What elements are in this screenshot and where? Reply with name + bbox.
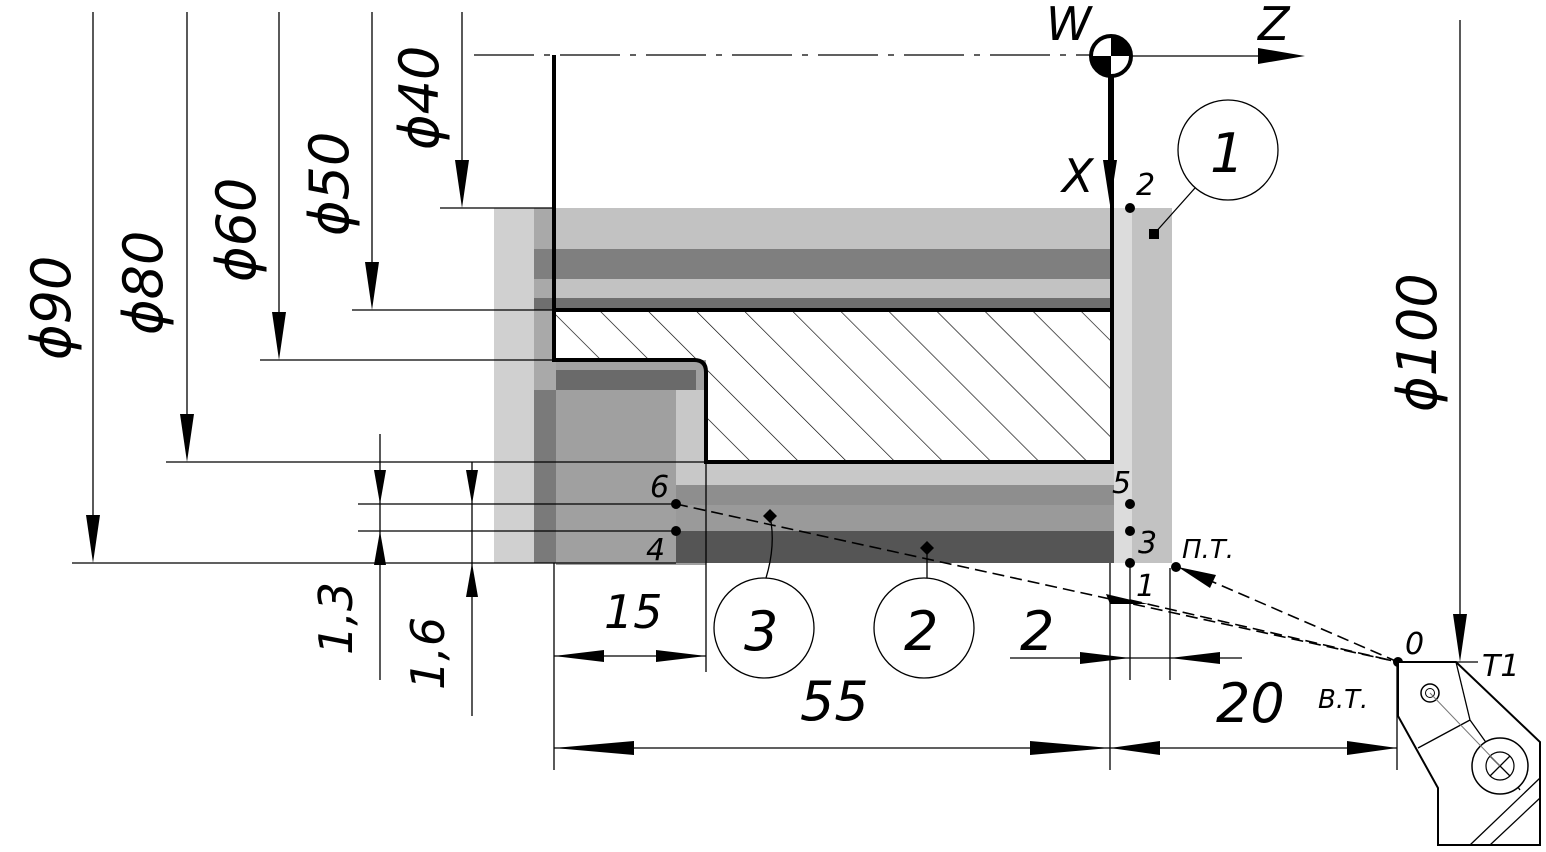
point-6-label: 6 xyxy=(650,470,669,505)
callout-3-label: 3 xyxy=(744,600,778,663)
origin-label: W xyxy=(1046,0,1093,51)
zone-top-midband xyxy=(534,298,1114,310)
diameter-dimensions: ϕ90 ϕ80 ϕ60 ϕ50 ϕ40 xyxy=(20,12,706,564)
z-axis-arrow xyxy=(1258,48,1305,64)
start-point-label: П.Т. xyxy=(1182,535,1234,565)
point-5-label: 5 xyxy=(1112,466,1131,501)
tool-label: T1 xyxy=(1482,649,1519,684)
tool-holder xyxy=(1397,661,1541,846)
dim-1-6-label: 1,6 xyxy=(401,617,455,690)
path-0-to-pt xyxy=(1189,571,1399,663)
allowance-dimensions: 1,3 1,6 xyxy=(309,434,676,716)
zone-right-face-light xyxy=(1114,208,1132,563)
x-axis-label: X xyxy=(1060,149,1095,203)
path-6-to-0 xyxy=(675,503,1399,663)
callout-2-label: 2 xyxy=(904,600,938,663)
point-2-label: 2 xyxy=(1136,168,1155,203)
point-0-label: 0 xyxy=(1405,627,1424,662)
callout-1-circle xyxy=(1177,99,1279,201)
dim-15-label: 15 xyxy=(604,585,663,639)
point-3-label: 3 xyxy=(1138,526,1157,561)
d90-label: ϕ90 xyxy=(20,256,83,360)
x-axis-arrow xyxy=(1103,160,1117,205)
horizontal-dimensions: 15 55 2 20 xyxy=(553,462,1398,770)
zone-bottom-light xyxy=(676,463,1114,485)
tool-path xyxy=(675,503,1399,663)
axes: W Z X xyxy=(474,0,1305,205)
point-1-label: 1 xyxy=(1136,569,1155,604)
d100-label: ϕ100 xyxy=(1386,273,1449,412)
zone-bottom-mid xyxy=(676,485,1114,505)
tool-change-label: В.Т. xyxy=(1318,685,1368,715)
dim-55-label: 55 xyxy=(800,670,869,733)
callout-1-leader xyxy=(1153,187,1196,235)
d40-label: ϕ40 xyxy=(388,46,451,150)
d80-label: ϕ80 xyxy=(112,231,175,335)
diameter-d100: ϕ100 xyxy=(1386,20,1478,663)
tool-body xyxy=(1397,661,1541,846)
part-contour xyxy=(552,55,1114,464)
part-section-hatched xyxy=(556,310,1110,462)
dim-20-label: 20 xyxy=(1216,672,1285,735)
part-outline xyxy=(552,55,1114,464)
z-axis-label: Z xyxy=(1256,0,1291,51)
path-1-to-0 xyxy=(1129,599,1399,663)
zone-top-darkband xyxy=(534,249,1114,279)
callouts: 1 2 3 xyxy=(713,99,1279,679)
zone-bottom-mid2 xyxy=(676,505,1114,531)
path-pt-arrow xyxy=(1178,567,1216,588)
zone-bore-step-dark xyxy=(556,370,696,390)
callout-1-label: 1 xyxy=(1210,122,1244,185)
zone-bottom-dark xyxy=(676,531,1114,563)
d60-label: ϕ60 xyxy=(205,178,268,282)
dim-2-label: 2 xyxy=(1020,600,1054,663)
callout-2-circle xyxy=(873,577,975,679)
callout-3-circle xyxy=(713,577,815,679)
d50-label: ϕ50 xyxy=(298,132,361,236)
dim-1-3-label: 1,3 xyxy=(309,582,363,655)
path-1-arrow xyxy=(1106,594,1148,604)
zone-bottom-left-dark xyxy=(534,390,556,563)
zone-bore-step-light xyxy=(676,390,706,465)
point-4-label: 4 xyxy=(646,533,665,568)
origin-w-marker xyxy=(1089,34,1133,78)
